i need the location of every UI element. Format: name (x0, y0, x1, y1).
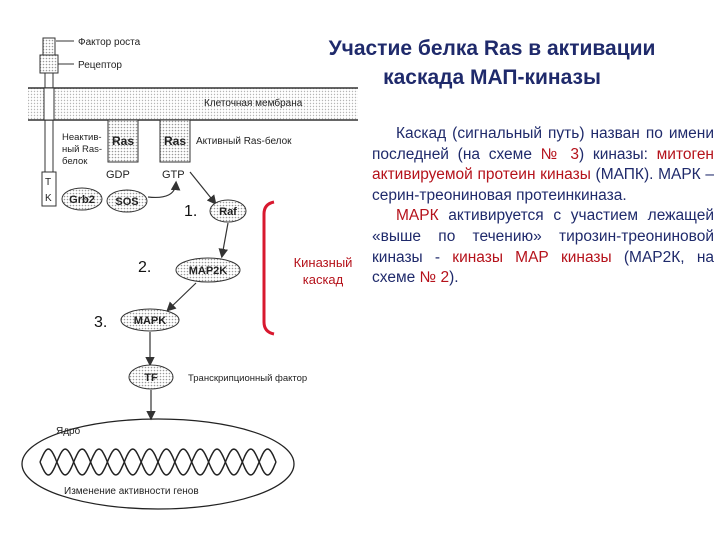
desc-p1-red: митоген активируемой протеин киназы (372, 145, 714, 184)
raf-label: Raf (219, 206, 237, 218)
ras-inactive-box (107, 119, 139, 163)
kinase-cascade-line-1: Киназный (293, 255, 353, 270)
desc-p1-a: Каскад (сигнальный путь) назван по имени… (372, 125, 714, 163)
title-line-2: каскада МАП-киназы (383, 66, 601, 89)
desc-p1-c: (МАПК). МАРК – серин-треониновая протеин… (372, 166, 714, 204)
grb2-label: Grb2 (69, 194, 95, 206)
receptor-icon (39, 37, 59, 174)
gdp-label: GDP (106, 169, 130, 181)
desc-p2-c: ). (449, 269, 459, 287)
sos-label: SOS (115, 196, 138, 208)
kinase-cascade-line-2: каскад (302, 272, 344, 287)
sos-node (106, 189, 148, 213)
desc-p2-red2: киназы МАР киназы (452, 248, 612, 266)
desc-p2-red1: МАРК (396, 207, 439, 225)
slide-title: Участие белка Ras в активации каскада МА… (282, 34, 702, 92)
cell-membrane (28, 87, 358, 121)
tyrosine-kinase-box (41, 171, 57, 207)
dna-strand-2 (39, 448, 277, 476)
inactive-label-3: белок (62, 156, 88, 167)
inactive-label-1: Неактив- (62, 132, 102, 143)
step-2-number: 2. (138, 259, 152, 276)
title-line-1: Участие белка Ras в активации (328, 37, 656, 60)
raf-node (209, 199, 247, 223)
membrane-label: Клеточная мембрана (204, 97, 303, 109)
ras-inactive-label: Ras (112, 134, 134, 148)
mapk-label: MAPK (134, 315, 166, 327)
mapk-node (120, 308, 180, 332)
ras-active-label: Ras (164, 134, 186, 148)
desc-p1-b: ) киназы: (579, 145, 657, 163)
tk-label-k: K (45, 193, 52, 204)
gene-activity-label: Изменение активности генов (64, 486, 199, 497)
gtp-label: GTP (162, 169, 185, 181)
desc-p2-a: активируется с участием лежащей «выше по… (372, 207, 714, 266)
receptor-label: Рецептор (78, 60, 122, 71)
map2k-label: MAP2K (189, 265, 228, 277)
kinase-cascade-bracket (262, 200, 275, 336)
ras-active-box (159, 119, 191, 163)
description-text: Каскад (сигнальный путь) назван по имени… (372, 124, 714, 289)
step-3-number: 3. (94, 314, 108, 331)
map2k-node (175, 257, 241, 283)
tf-label: TF (144, 372, 158, 384)
active-ras-label: Активный Ras-белок (196, 135, 292, 147)
nucleus-label: Ядро (56, 426, 81, 437)
desc-p2-b: (МАР2К, на схеме (372, 248, 714, 287)
grb2-node (61, 187, 103, 211)
tk-label-t: T (45, 177, 51, 188)
step-1-number: 1. (184, 203, 198, 220)
nucleus-outline (21, 418, 295, 510)
kinase-cascade-label: Киназный каскад (283, 254, 363, 288)
desc-p1-num: № 3 (540, 145, 580, 163)
growth-factor-label: Фактор роста (78, 37, 141, 48)
tf-description: Транскрипционный фактор (188, 373, 307, 384)
desc-p2-num: № 2 (419, 269, 450, 287)
tf-node (128, 364, 174, 390)
inactive-label-2: ный Ras- (62, 144, 102, 155)
